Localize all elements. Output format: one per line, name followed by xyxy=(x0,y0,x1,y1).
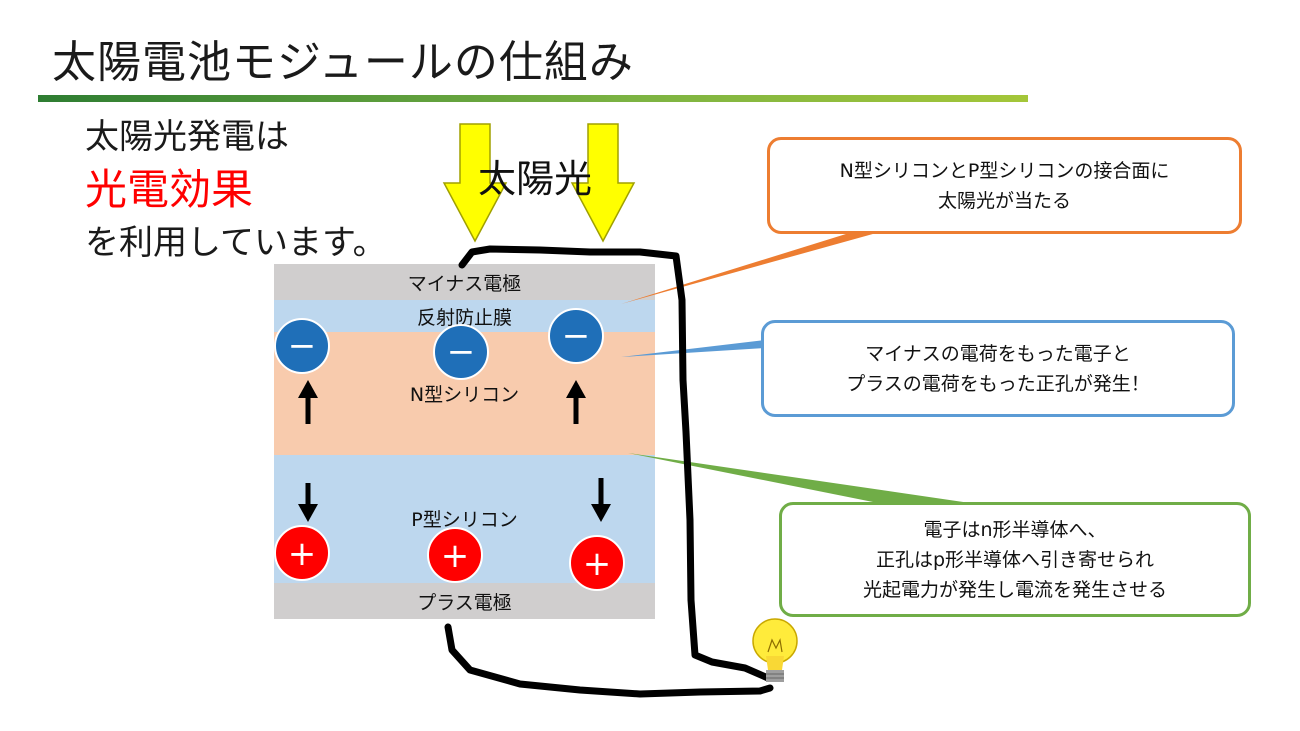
hole: + xyxy=(569,535,625,591)
intro-text: 太陽光発電は 光電効果 を利用しています。 xyxy=(85,112,387,268)
electron: − xyxy=(433,324,489,380)
minus-electrode-label: マイナス電極 xyxy=(407,272,522,295)
callout-movement-line-2: 正孔はp形半導体へ引き寄せられ xyxy=(875,548,1155,571)
circuit-wire xyxy=(444,245,774,698)
callout-movement-pointer xyxy=(628,453,970,505)
callout-junction-line-2: 太陽光が当たる xyxy=(937,189,1071,212)
callout-junction-line-1: N型シリコンとP型シリコンの接合面に xyxy=(839,159,1170,182)
callout-generation: マイナスの電荷をもった電子と プラスの電荷をもった正孔が発生！ xyxy=(761,320,1235,417)
up-arrow-icon xyxy=(298,380,318,424)
intro-line-1: 太陽光発電は xyxy=(85,117,289,157)
hole-symbol: + xyxy=(583,544,612,584)
callout-movement-line-1: 電子はn形半導体へ、 xyxy=(923,518,1107,541)
intro-line-3: を利用しています。 xyxy=(85,223,387,263)
down-arrow-icon xyxy=(591,478,611,522)
light-bulb-icon xyxy=(752,618,798,682)
sun-arrow-icon xyxy=(442,123,508,243)
up-arrow-icon xyxy=(566,380,586,424)
electron: − xyxy=(548,308,604,364)
callout-generation-line-2: プラスの電荷をもった正孔が発生！ xyxy=(846,372,1150,395)
minus-electrode-layer: マイナス電極 xyxy=(274,264,655,300)
electron-symbol: − xyxy=(447,332,476,372)
electron-symbol: − xyxy=(288,326,317,366)
sunlight-label: 太陽光 xyxy=(478,157,593,201)
callout-junction: N型シリコンとP型シリコンの接合面に 太陽光が当たる xyxy=(767,137,1242,234)
page-title: 太陽電池モジュールの仕組み xyxy=(52,37,634,88)
callout-generation-line-1: マイナスの電荷をもった電子と xyxy=(865,342,1131,365)
electron-symbol: − xyxy=(562,316,591,356)
hole-symbol: + xyxy=(441,536,470,576)
callout-movement: 電子はn形半導体へ、 正孔はp形半導体へ引き寄せられ 光起電力が発生し電流を発生… xyxy=(779,502,1251,617)
n-silicon-label: N型シリコン xyxy=(409,384,520,406)
sun-arrow-icon xyxy=(570,123,636,243)
callout-movement-line-3: 光起電力が発生し電流を発生させる xyxy=(862,578,1167,601)
plus-electrode-label: プラス電極 xyxy=(417,591,512,614)
callout-generation-pointer xyxy=(621,340,765,357)
intro-highlight: 光電効果 xyxy=(85,165,254,214)
callout-junction-pointer xyxy=(621,229,880,304)
p-silicon-label: P型シリコン xyxy=(411,509,518,531)
hole: + xyxy=(274,525,330,581)
hole: + xyxy=(427,527,483,583)
title-underline xyxy=(38,95,1028,102)
hole-symbol: + xyxy=(288,534,317,574)
electron: − xyxy=(274,318,330,374)
down-arrow-icon xyxy=(298,483,318,522)
anti-reflection-label: 反射防止膜 xyxy=(416,306,512,329)
